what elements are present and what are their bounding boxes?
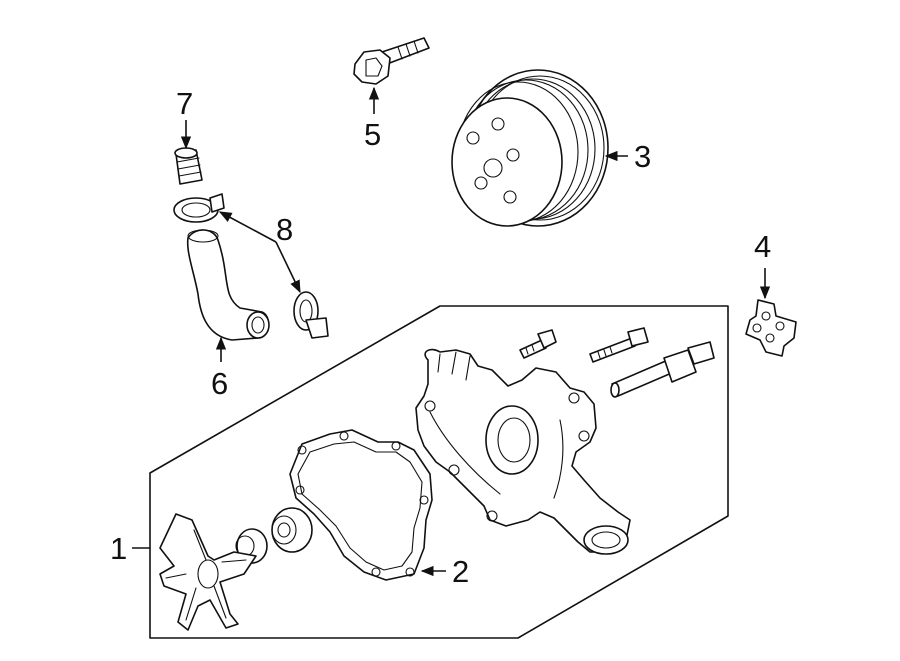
hose-fitting-part[interactable] [174, 147, 203, 185]
water-pump-bolt-medium[interactable] [589, 327, 649, 363]
leader-8b [275, 241, 301, 294]
callout-1: 1 [110, 531, 127, 566]
water-pump-housing[interactable] [415, 348, 631, 555]
callout-7: 7 [176, 86, 193, 121]
pulley-bolt-part[interactable] [353, 37, 430, 85]
callout-2: 2 [452, 554, 469, 589]
callout-8: 8 [276, 212, 293, 247]
callout-5: 5 [364, 117, 381, 152]
water-pump-bolt-short[interactable] [519, 329, 557, 359]
leader-8a [218, 211, 277, 243]
bypass-hose-part[interactable] [186, 229, 270, 341]
bearing-seal-large[interactable] [271, 507, 313, 553]
hose-clamp-upper-part[interactable] [173, 193, 225, 223]
callout-3: 3 [634, 139, 651, 174]
hose-clamp-lower-part[interactable] [293, 291, 329, 339]
callout-6: 6 [211, 366, 228, 401]
assembly-group-outline [149, 305, 729, 639]
impeller-part[interactable] [159, 513, 257, 631]
spacer-plate-part[interactable] [745, 299, 797, 357]
pulley-part[interactable] [451, 69, 609, 227]
water-pump-stud-long[interactable] [610, 341, 715, 398]
callout-4: 4 [754, 229, 771, 264]
water-pump-gasket[interactable] [289, 429, 433, 581]
